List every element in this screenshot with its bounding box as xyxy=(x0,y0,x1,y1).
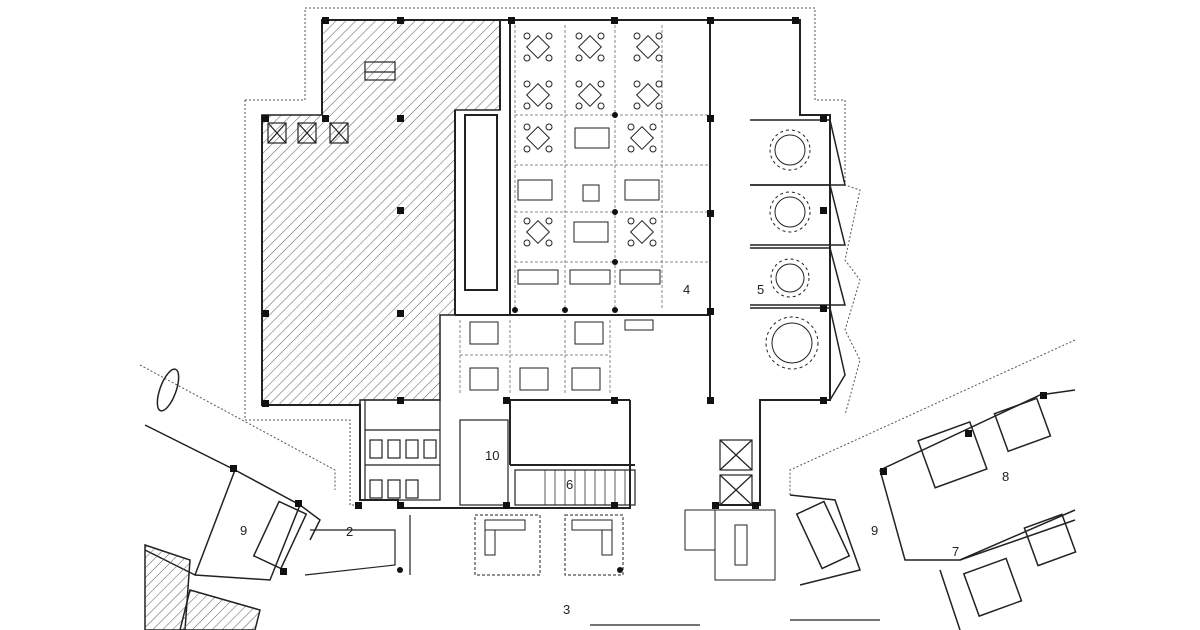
room-label-4: 4 xyxy=(683,282,691,297)
corridor-lines xyxy=(304,61,880,626)
elevators xyxy=(267,122,753,506)
room-label-2: 2 xyxy=(346,524,354,539)
round-tables xyxy=(765,129,819,370)
left-wing xyxy=(144,368,321,630)
stair-6 xyxy=(544,470,626,505)
dining-grid xyxy=(459,25,710,395)
room-label-7: 7 xyxy=(952,544,960,559)
lounge-areas xyxy=(474,509,776,581)
private-rooms xyxy=(750,119,846,401)
room-label-8: 8 xyxy=(1002,469,1010,484)
room-label-5: 5 xyxy=(757,282,765,297)
restroom-core xyxy=(364,399,636,506)
columns xyxy=(230,17,1047,575)
room-label-6: 6 xyxy=(566,477,574,492)
dining-tables xyxy=(469,32,663,391)
room-label-9-right: 9 xyxy=(871,523,879,538)
room-label-3: 3 xyxy=(563,602,571,617)
outer-walls xyxy=(261,19,831,509)
room-label-10: 10 xyxy=(485,448,500,463)
room-label-9-left: 9 xyxy=(240,523,248,538)
right-wing xyxy=(789,389,1077,630)
